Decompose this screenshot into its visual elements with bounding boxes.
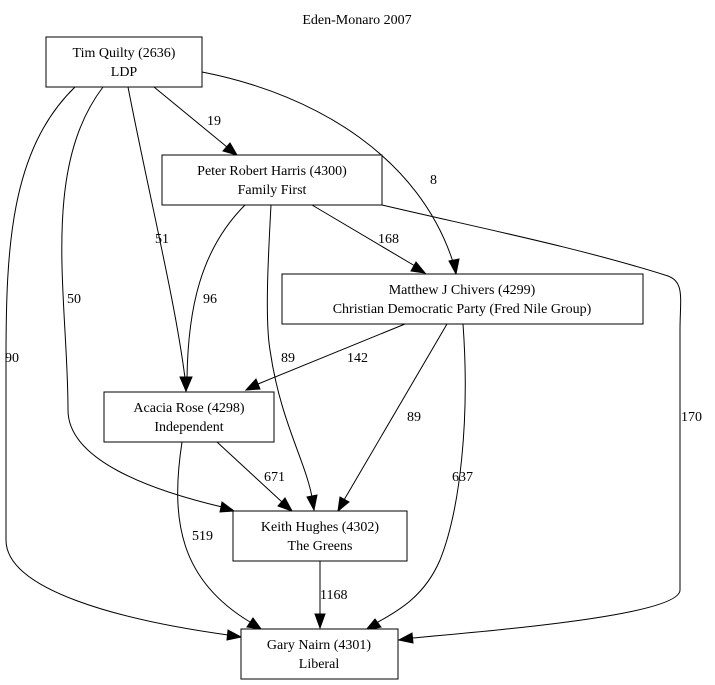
edge-quilty-nairn-arrow (226, 629, 243, 641)
edge-quilty-harris-arrow (222, 142, 239, 156)
node-name: Acacia Rose (4298) (133, 401, 245, 416)
edge-harris-nairn (381, 204, 682, 639)
edge-label-rose-nairn: 519 (192, 529, 213, 544)
node-name: Tim Quilty (2636) (73, 46, 176, 61)
edge-harris-rose (186, 204, 246, 379)
edge-label-quilty-nairn: 90 (5, 351, 19, 366)
edge-chivers-hughes (343, 323, 448, 501)
node-name: Gary Nairn (4301) (267, 638, 372, 653)
edge-harris-hughes-arrow (306, 494, 318, 512)
edges (5, 71, 682, 644)
edge-label-quilty-harris: 19 (207, 114, 221, 129)
edge-chivers-hughes-arrow (337, 496, 350, 513)
edge-chivers-nairn (377, 323, 466, 623)
edge-harris-rose-arrow (180, 376, 193, 393)
node-box (45, 36, 203, 88)
node-name: Peter Robert Harris (4300) (197, 164, 347, 179)
node-harris: Peter Robert Harris (4300) Family First (161, 154, 383, 206)
edge-quilty-hughes (61, 86, 223, 508)
edge-quilty-nairn (5, 86, 229, 636)
edge-chivers-nairn-arrow (364, 618, 382, 631)
edge-chivers-rose (257, 323, 406, 385)
node-name: Matthew J Chivers (4299) (389, 283, 536, 298)
node-party: Christian Democratic Party (Fred Nile Gr… (333, 302, 592, 317)
node-hughes: Keith Hughes (4302) The Greens (232, 510, 408, 562)
edge-hughes-nairn-arrow (314, 613, 326, 630)
edge-rose-nairn (177, 441, 251, 623)
edge-rose-hughes (216, 441, 283, 503)
edge-label-quilty-hughes: 50 (67, 292, 81, 307)
edge-labels: 19 8 51 50 90 168 96 89 170 142 89 637 6… (5, 114, 702, 603)
node-party: Liberal (299, 657, 340, 672)
node-rose: Acacia Rose (4298) Independent (103, 391, 275, 443)
node-party: Independent (154, 420, 223, 435)
node-quilty: Tim Quilty (2636) LDP (45, 36, 203, 88)
edge-quilty-chivers-arrow (448, 258, 460, 276)
edge-quilty-hughes-arrow (219, 501, 236, 513)
edge-label-quilty-rose: 51 (155, 232, 169, 247)
edge-label-harris-hughes: 89 (281, 351, 295, 366)
node-box (281, 273, 644, 325)
edge-quilty-rose (127, 86, 186, 379)
edge-harris-hughes (266, 204, 313, 498)
node-party: Family First (238, 183, 307, 198)
edge-harris-nairn-arrow (397, 632, 414, 644)
node-box (161, 154, 383, 206)
edge-label-rose-hughes: 671 (264, 470, 285, 485)
edge-harris-chivers-arrow (410, 261, 427, 274)
node-box (103, 391, 275, 443)
edge-chivers-rose-arrow (244, 378, 261, 391)
edge-rose-hughes-arrow (277, 497, 294, 512)
edge-harris-chivers (311, 204, 416, 267)
node-party: The Greens (288, 539, 353, 554)
edge-rose-nairn-arrow (246, 617, 263, 630)
node-party: LDP (111, 65, 138, 80)
edge-label-harris-rose: 96 (203, 292, 217, 307)
diagram-title: Eden-Monaro 2007 (302, 13, 411, 28)
edge-label-harris-chivers: 168 (378, 232, 399, 247)
node-box (240, 628, 399, 680)
edge-label-harris-nairn: 170 (681, 410, 702, 425)
edge-label-hughes-nairn: 1168 (320, 588, 347, 603)
edge-label-chivers-nairn: 637 (452, 470, 473, 485)
edge-label-chivers-hughes: 89 (407, 410, 421, 425)
edge-quilty-chivers (201, 71, 454, 263)
node-nairn: Gary Nairn (4301) Liberal (240, 628, 399, 680)
edge-label-quilty-chivers: 8 (430, 173, 437, 188)
node-box (232, 510, 408, 562)
edge-label-chivers-rose: 142 (347, 351, 368, 366)
node-name: Keith Hughes (4302) (261, 520, 380, 535)
node-chivers: Matthew J Chivers (4299) Christian Democ… (281, 273, 644, 325)
edge-quilty-harris (153, 86, 228, 148)
